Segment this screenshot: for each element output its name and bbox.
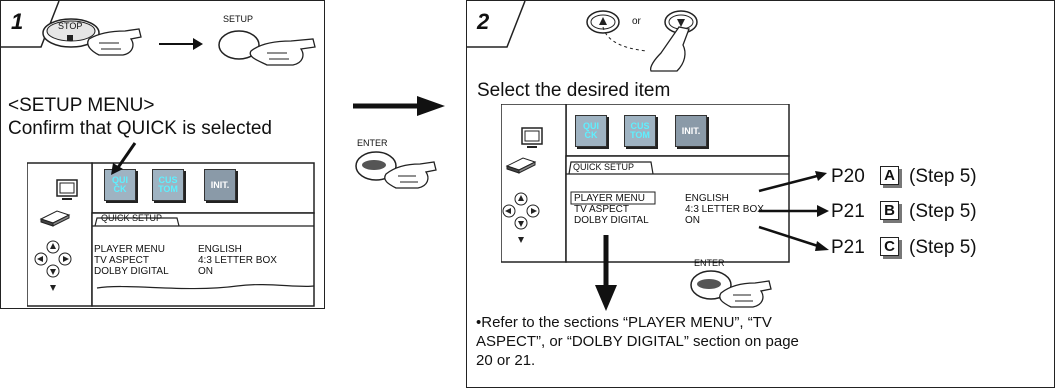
- row-value: ON: [198, 266, 213, 277]
- ref-step-b: (Step 5): [909, 201, 977, 222]
- select-instruction: Select the desired item: [477, 80, 671, 101]
- tv-icon: [521, 127, 543, 148]
- row-label: DOLBY DIGITAL: [94, 266, 169, 277]
- ref-box-b: B: [880, 201, 899, 220]
- step2-row-dolby: DOLBY DIGITAL ON: [574, 215, 700, 226]
- ref-step-a: (Step 5): [909, 166, 977, 187]
- setup-label: SETUP: [223, 14, 254, 24]
- init-icon: INIT.: [675, 115, 707, 147]
- step1-row-aspect: TV ASPECT 4:3 LETTER BOX: [94, 255, 277, 266]
- ref-page-c: P21: [831, 237, 865, 258]
- dvd-player-icon: [505, 157, 537, 174]
- row-label: TV ASPECT: [94, 255, 150, 266]
- row-label: PLAYER MENU: [574, 193, 645, 204]
- big-arrow-right-icon: [353, 96, 445, 116]
- pointer-arrow-icon: [111, 142, 137, 175]
- ref-step-c: (Step 5): [909, 237, 977, 258]
- init-icon: INIT.: [204, 169, 236, 201]
- enter-button-icon: [690, 270, 772, 308]
- row-value: 4:3 LETTER BOX: [198, 255, 277, 266]
- dvd-player-icon: [39, 210, 71, 227]
- ref-page-b: P21: [831, 201, 865, 222]
- row-value: ENGLISH: [198, 244, 242, 255]
- step1-row-player: PLAYER MENU ENGLISH: [94, 244, 242, 255]
- hand-pointer-icon: [602, 26, 690, 72]
- step1-panel: 1 STOP SETUP <SETUP MENU> Confirm that Q…: [0, 0, 325, 309]
- setup-button-icon: [218, 30, 316, 66]
- down-arrow-icon: [595, 235, 617, 311]
- quick-icon: QUI CK: [104, 169, 136, 201]
- tv-icon: [56, 179, 78, 200]
- step2-row-aspect: TV ASPECT 4:3 LETTER BOX: [574, 204, 764, 215]
- step1-tab: [1, 1, 60, 48]
- stop-label: STOP: [58, 21, 83, 31]
- step2-row-player: PLAYER MENU ENGLISH: [574, 193, 729, 204]
- row-value: ON: [685, 215, 700, 226]
- setup-menu-heading: <SETUP MENU>: [8, 95, 155, 116]
- quick-icon: QUI CK: [575, 115, 607, 147]
- step2-panel: 2 or Select the desired item QUICK SETUP: [466, 0, 1055, 388]
- quick-setup-tab: QUICK SETUP: [101, 213, 163, 223]
- step2-tab: [467, 1, 526, 48]
- arrow-right-icon: [159, 38, 203, 50]
- reference-arrows: [758, 171, 829, 251]
- step1-number: 1: [11, 9, 24, 34]
- ref-box-a: A: [880, 166, 899, 185]
- enter-label-step2: ENTER: [694, 258, 725, 268]
- row-value: ENGLISH: [685, 193, 729, 204]
- row-value: 4:3 LETTER BOX: [685, 204, 764, 215]
- custom-icon: CUS TOM: [152, 169, 184, 201]
- row-label: PLAYER MENU: [94, 244, 165, 255]
- ref-box-c: C: [880, 237, 899, 256]
- cursor-pad-icon: [34, 240, 72, 291]
- step2-number: 2: [477, 9, 490, 34]
- quick-setup-tab: QUICK SETUP: [573, 162, 635, 172]
- enter-label-middle: ENTER: [357, 138, 388, 148]
- row-label: TV ASPECT: [574, 204, 630, 215]
- or-label: or: [632, 16, 641, 27]
- reference-note: •Refer to the sections “PLAYER MENU”, “T…: [476, 314, 799, 369]
- ref-page-a: P20: [831, 166, 865, 187]
- enter-button-icon: [355, 151, 437, 189]
- confirm-instruction: Confirm that QUICK is selected: [8, 118, 272, 139]
- cursor-pad-icon: [502, 192, 540, 243]
- step1-row-dolby: DOLBY DIGITAL ON: [94, 266, 213, 277]
- row-label: DOLBY DIGITAL: [574, 215, 649, 226]
- up-button-icon: [586, 10, 620, 34]
- custom-icon: CUS TOM: [624, 115, 656, 147]
- stop-button-icon: [42, 18, 142, 56]
